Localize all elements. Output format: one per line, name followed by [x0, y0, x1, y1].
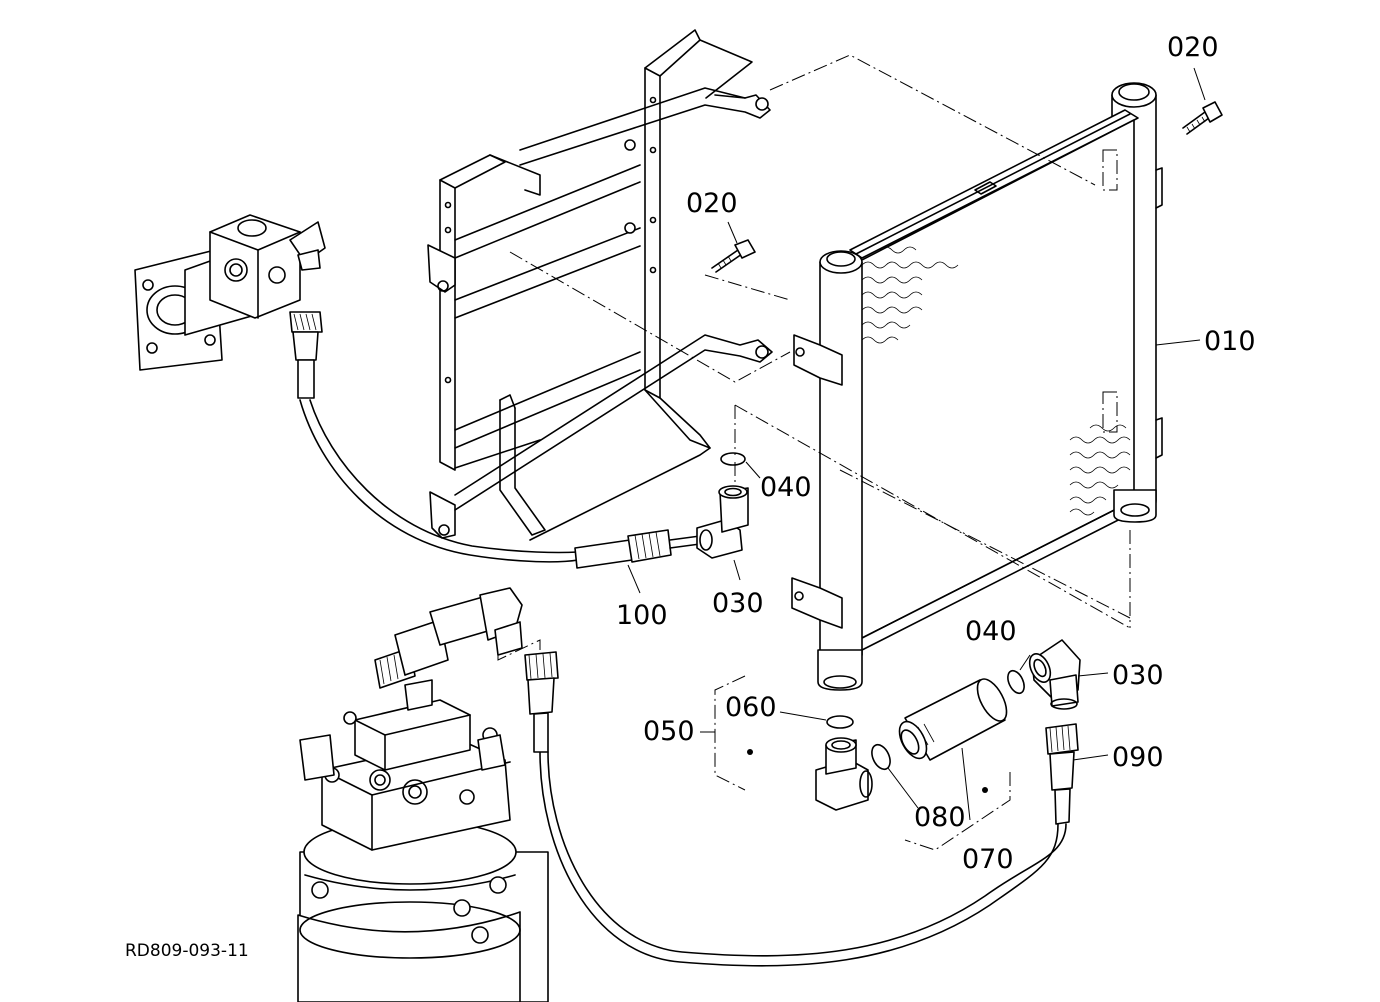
- callout-020-top: 020: [1167, 32, 1219, 63]
- callout-050: 050: [643, 716, 695, 747]
- oil-cooler-core: [791, 82, 1163, 691]
- callout-040-left: 040: [760, 472, 812, 503]
- hydraulic-motor: [297, 587, 549, 1002]
- callout-060: 060: [725, 692, 777, 723]
- callouts: 010 020 020 040 030 100 040 030 060 050 …: [125, 32, 1256, 961]
- elbow-030-left: [696, 485, 749, 559]
- bolt-020-top: [1182, 101, 1223, 135]
- callout-080: 080: [914, 802, 966, 833]
- mounting-frame: [427, 29, 773, 541]
- fin-hatch-top: [861, 246, 959, 344]
- callout-030-right: 030: [1112, 660, 1164, 691]
- callout-010: 010: [1204, 326, 1256, 357]
- callout-040-right: 040: [965, 616, 1017, 647]
- callout-030-left: 030: [712, 588, 764, 619]
- bolt-020-mid: [711, 239, 756, 273]
- hose-090: [539, 751, 1067, 967]
- callout-090: 090: [1112, 742, 1164, 773]
- callout-100: 100: [616, 600, 668, 631]
- callout-020-mid: 020: [686, 188, 738, 219]
- leader-lines: [627, 67, 1206, 821]
- o-ring-040-left: [720, 452, 746, 466]
- callout-070: 070: [962, 844, 1014, 875]
- hose-end-upper: [497, 639, 559, 753]
- manifold-block: [134, 214, 326, 399]
- hose-100: [299, 399, 701, 569]
- fitting-050-assembly: [714, 639, 1081, 851]
- center-lines: [509, 54, 1131, 629]
- fin-hatch-bottom: [1069, 424, 1131, 516]
- reference-code: RD809-093-11: [125, 941, 249, 961]
